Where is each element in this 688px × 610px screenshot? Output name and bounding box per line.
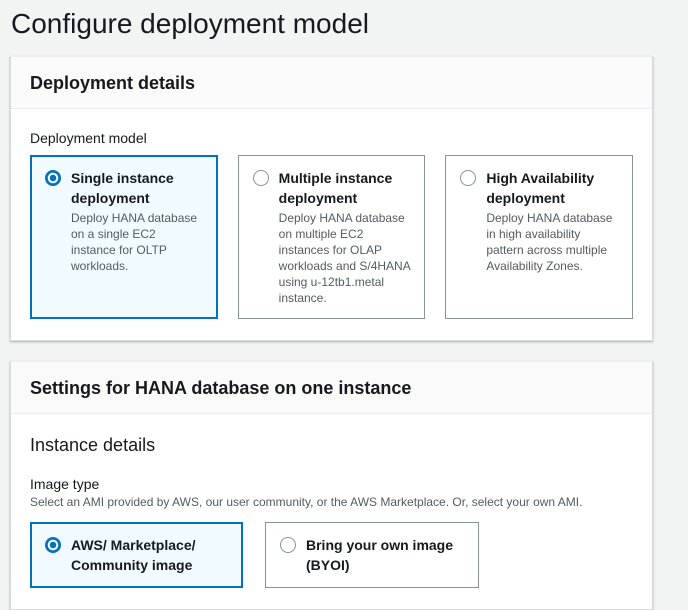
- deployment-model-options: Single instance deployment Deploy HANA d…: [30, 155, 633, 319]
- tile-content: Multiple instance deployment Deploy HANA…: [279, 168, 411, 306]
- deployment-model-label: Deployment model: [30, 130, 147, 146]
- tile-content: Bring your own image (BYOI): [306, 535, 464, 575]
- tile-title: High Availability deployment: [486, 170, 595, 206]
- tile-content: AWS/ Marketplace/ Community image: [71, 535, 228, 575]
- radio-byoi-icon[interactable]: [280, 537, 296, 553]
- tile-content: High Availability deployment Deploy HANA…: [486, 168, 618, 274]
- instance-details-heading: Instance details: [30, 435, 156, 455]
- tile-description: Deploy HANA database on a single EC2 ins…: [71, 211, 198, 273]
- deployment-details-title: Deployment details: [30, 73, 196, 93]
- deployment-details-body: Deployment model Single instance deploym…: [11, 109, 652, 340]
- tile-single-instance-deployment[interactable]: Single instance deployment Deploy HANA d…: [30, 155, 218, 319]
- image-type-options: AWS/ Marketplace/ Community image Bring …: [30, 522, 633, 588]
- tile-content: Single instance deployment Deploy HANA d…: [71, 168, 203, 274]
- deployment-details-panel: Deployment details Deployment model Sing…: [10, 56, 653, 341]
- tile-multiple-instance-deployment[interactable]: Multiple instance deployment Deploy HANA…: [237, 155, 426, 319]
- tile-high-availability-deployment[interactable]: High Availability deployment Deploy HANA…: [445, 155, 633, 319]
- settings-panel: Settings for HANA database on one instan…: [10, 361, 653, 610]
- tile-title: Bring your own image (BYOI): [306, 537, 454, 573]
- image-type-description: Select an AMI provided by AWS, our user …: [30, 495, 583, 509]
- radio-aws-marketplace-image-icon[interactable]: [45, 537, 61, 553]
- radio-single-instance-icon[interactable]: [45, 170, 61, 186]
- tile-title: AWS/ Marketplace/ Community image: [71, 537, 196, 573]
- tile-bring-your-own-image[interactable]: Bring your own image (BYOI): [265, 522, 479, 588]
- tile-title: Single instance deployment: [71, 170, 174, 206]
- page-title: Configure deployment model: [11, 8, 369, 39]
- tile-aws-marketplace-community-image[interactable]: AWS/ Marketplace/ Community image: [30, 522, 243, 588]
- tile-description: Deploy HANA database in high availabilit…: [486, 211, 613, 273]
- settings-panel-header: Settings for HANA database on one instan…: [11, 362, 652, 414]
- radio-multiple-instance-icon[interactable]: [252, 170, 269, 186]
- settings-panel-body: Instance details Image type Select an AM…: [11, 414, 652, 609]
- image-type-label: Image type: [30, 476, 100, 492]
- tile-description: Deploy HANA database on multiple EC2 ins…: [278, 211, 411, 305]
- radio-high-availability-icon[interactable]: [460, 170, 477, 186]
- tile-title: Multiple instance deployment: [278, 170, 393, 206]
- deployment-details-header: Deployment details: [11, 57, 652, 109]
- settings-panel-title: Settings for HANA database on one instan…: [30, 378, 412, 398]
